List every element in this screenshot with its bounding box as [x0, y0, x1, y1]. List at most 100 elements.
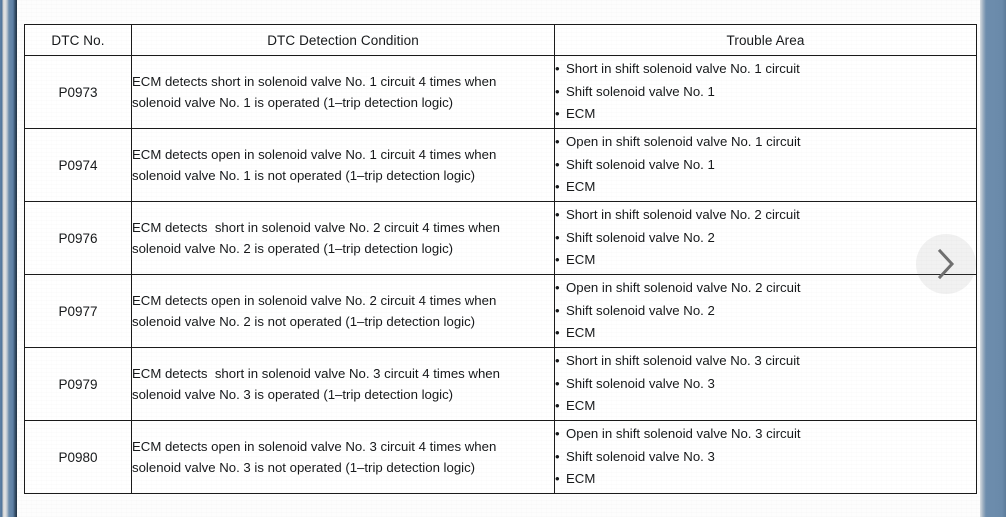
- bullet-icon: •: [555, 207, 560, 223]
- bullet-icon: •: [555, 134, 560, 150]
- trouble-area-item-label: ECM: [566, 252, 596, 268]
- trouble-area-item: • Open in shift solenoid valve No. 2 circ…: [555, 277, 976, 300]
- condition-line-1: ECM detects short in solenoid valve No. …: [132, 220, 500, 235]
- trouble-area-item-label: Shift solenoid valve No. 1: [566, 83, 715, 99]
- trouble-area-item-label: Short in shift solenoid valve No. 1 circ…: [566, 61, 800, 77]
- bullet-icon: •: [555, 398, 560, 414]
- condition-line-2: solenoid valve No. 2 is not operated (1–…: [132, 314, 476, 329]
- dtc-table: DTC No. DTC Detection Condition Trouble …: [24, 24, 977, 494]
- cell-dtc-no: P0980: [24, 420, 132, 494]
- cell-trouble-area: • Open in shift solenoid valve No. 3 circ…: [554, 420, 977, 494]
- bullet-icon: •: [555, 325, 560, 341]
- trouble-area-item: •Shift solenoid valve No. 1: [555, 154, 976, 177]
- cell-detection-condition: ECM detects open in solenoid valve No. 1…: [131, 128, 555, 202]
- trouble-area-item-label: Open in shift solenoid valve No. 2 circu…: [566, 280, 801, 296]
- condition-line-1: ECM detects open in solenoid valve No. 3…: [132, 439, 497, 454]
- cell-trouble-area: • Open in shift solenoid valve No. 1 circ…: [554, 128, 977, 202]
- bullet-icon: •: [555, 83, 560, 99]
- trouble-area-item-label: Shift solenoid valve No. 3: [566, 375, 715, 391]
- condition-line-1: ECM detects open in solenoid valve No. 2…: [132, 293, 497, 308]
- next-page-button[interactable]: [916, 234, 976, 294]
- trouble-area-item: • ECM: [555, 249, 976, 272]
- trouble-area-item: •Shift solenoid valve No. 2: [555, 227, 976, 250]
- trouble-area-item: • Shift solenoid valve No. 2: [555, 300, 976, 323]
- bullet-icon: •: [555, 375, 560, 391]
- bullet-icon: •: [555, 61, 560, 77]
- trouble-area-item: • Short in shift solenoid valve No. 3 cir…: [555, 350, 976, 373]
- page-gutter-right: [980, 0, 1006, 517]
- trouble-area-list: • Open in shift solenoid valve No. 2 circ…: [555, 277, 976, 345]
- condition-line-2: solenoid valve No. 1 is not operated (1–…: [132, 168, 476, 183]
- column-header-trouble-area-label: Trouble Area: [726, 32, 805, 48]
- trouble-area-item: •ECM: [555, 468, 976, 491]
- table-row: P0977 ECM detects open in solenoid valve…: [24, 274, 977, 348]
- cell-detection-condition: ECM detects short in solenoid valve No. …: [131, 201, 555, 275]
- table-row: P0979 ECM detects short in solenoid valv…: [24, 347, 977, 421]
- cell-detection-condition: ECM detects open in solenoid valve No. 2…: [131, 274, 555, 348]
- bullet-icon: •: [555, 106, 560, 122]
- bullet-icon: •: [555, 353, 560, 369]
- column-header-detection-condition: DTC Detection Condition: [131, 24, 555, 56]
- trouble-area-item: • Short in shift solenoid valve No. 1 cir…: [555, 58, 976, 81]
- condition-line-1: ECM detects open in solenoid valve No. 1…: [132, 147, 497, 162]
- column-header-dtc-no-label: DTC No.: [51, 32, 105, 48]
- condition-line-1: ECM detects short in solenoid valve No. …: [132, 366, 500, 381]
- trouble-area-item: • ECM: [555, 395, 976, 418]
- trouble-area-item: • Shift solenoid valve No. 3: [555, 373, 976, 396]
- cell-dtc-no: P0974: [24, 128, 132, 202]
- cell-detection-condition: ECM detects open in solenoid valve No. 3…: [131, 420, 555, 494]
- trouble-area-list: • Short in shift solenoid valve No. 2 cir…: [555, 204, 976, 272]
- trouble-area-item: • Shift solenoid valve No. 3: [555, 446, 976, 469]
- condition-line-2: solenoid valve No. 2 is operated (1–trip…: [132, 241, 454, 256]
- trouble-area-item-label: Shift solenoid valve No. 3: [566, 448, 715, 464]
- column-header-detection-condition-label: DTC Detection Condition: [267, 32, 419, 48]
- bullet-icon: •: [555, 280, 560, 296]
- table-header-row: DTC No. DTC Detection Condition Trouble …: [24, 24, 977, 56]
- bullet-icon: •: [555, 252, 560, 268]
- trouble-area-item-label: Shift solenoid valve No. 1: [566, 156, 715, 172]
- table-row: P0976 ECM detects short in solenoid valv…: [24, 201, 977, 275]
- condition-line-2: solenoid valve No. 1 is operated (1–trip…: [132, 95, 454, 110]
- bullet-icon: •: [555, 229, 560, 245]
- trouble-area-item: • ECM: [555, 103, 976, 126]
- trouble-area-list: • Open in shift solenoid valve No. 3 circ…: [555, 423, 976, 491]
- column-header-trouble-area: Trouble Area: [554, 24, 977, 56]
- table-body: P0973 ECM detects short in solenoid valv…: [24, 55, 977, 494]
- table-header: DTC No. DTC Detection Condition Trouble …: [24, 24, 977, 56]
- page-gutter-left: [0, 0, 17, 517]
- trouble-area-item-label: ECM: [566, 398, 596, 414]
- condition-line-1: ECM detects short in solenoid valve No. …: [132, 74, 497, 89]
- trouble-area-item-label: ECM: [566, 179, 596, 195]
- trouble-area-item: • ECM: [555, 322, 976, 345]
- trouble-area-item-label: Open in shift solenoid valve No. 1 circu…: [566, 134, 801, 150]
- trouble-area-item-label: Open in shift solenoid valve No. 3 circu…: [566, 426, 801, 442]
- cell-dtc-no: P0973: [24, 55, 132, 129]
- cell-trouble-area: • Short in shift solenoid valve No. 2 cir…: [554, 201, 977, 275]
- trouble-area-list: • Short in shift solenoid valve No. 3 cir…: [555, 350, 976, 418]
- table-row: P0973 ECM detects short in solenoid valv…: [24, 55, 977, 129]
- trouble-area-item: • Open in shift solenoid valve No. 1 circ…: [555, 131, 976, 154]
- trouble-area-item-label: Short in shift solenoid valve No. 2 circ…: [566, 207, 800, 223]
- trouble-area-item: • Shift solenoid valve No. 1: [555, 81, 976, 104]
- bullet-icon: •: [555, 426, 560, 442]
- cell-dtc-no: P0979: [24, 347, 132, 421]
- trouble-area-list: • Open in shift solenoid valve No. 1 circ…: [555, 131, 976, 199]
- bullet-icon: •: [555, 448, 560, 464]
- trouble-area-item-label: Shift solenoid valve No. 2: [566, 302, 715, 318]
- cell-trouble-area: • Short in shift solenoid valve No. 1 cir…: [554, 55, 977, 129]
- trouble-area-item: • Short in shift solenoid valve No. 2 cir…: [555, 204, 976, 227]
- trouble-area-item-label: ECM: [566, 106, 596, 122]
- column-header-dtc-no: DTC No.: [24, 24, 132, 56]
- bullet-icon: •: [555, 179, 560, 195]
- trouble-area-item-label: Short in shift solenoid valve No. 3 circ…: [566, 353, 800, 369]
- trouble-area-item-label: ECM: [566, 325, 596, 341]
- condition-line-2: solenoid valve No. 3 is operated (1–trip…: [132, 387, 454, 402]
- cell-dtc-no: P0976: [24, 201, 132, 275]
- trouble-area-item: • ECM: [555, 176, 976, 199]
- bullet-icon: •: [555, 302, 560, 318]
- cell-trouble-area: • Open in shift solenoid valve No. 2 circ…: [554, 274, 977, 348]
- cell-trouble-area: • Short in shift solenoid valve No. 3 cir…: [554, 347, 977, 421]
- table-row: P0980 ECM detects open in solenoid valve…: [24, 420, 977, 494]
- cell-detection-condition: ECM detects short in solenoid valve No. …: [131, 55, 555, 129]
